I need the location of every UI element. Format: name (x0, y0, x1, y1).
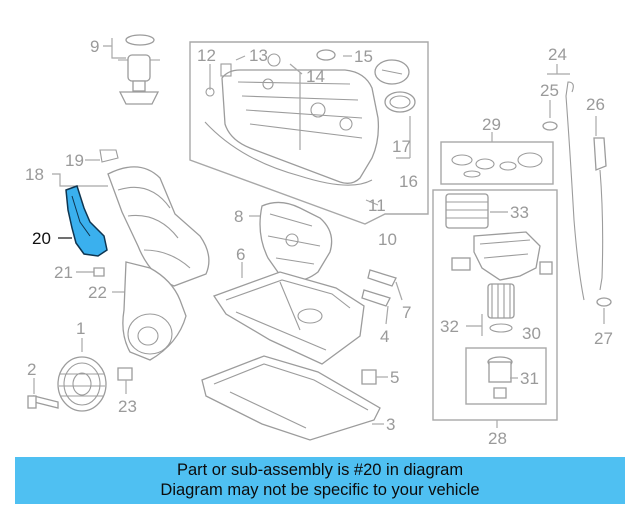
part-3-oil-pan-lower: 3 (201, 355, 395, 441)
callout-32: 32 (440, 317, 459, 336)
part-24-27-dipstick: 24 25 26 27 (540, 45, 613, 348)
callout-6: 6 (236, 245, 245, 264)
callout-11: 11 (368, 196, 386, 215)
part-20-timing-cover-section: 20 (32, 185, 108, 257)
callout-9: 9 (90, 37, 99, 56)
callout-10: 10 (378, 230, 397, 249)
callout-4: 4 (380, 327, 389, 346)
part-4-bracket: 4 (361, 289, 391, 346)
callout-19: 19 (65, 151, 84, 170)
callout-26: 26 (586, 95, 605, 114)
callout-27: 27 (594, 329, 613, 348)
callout-16: 16 (399, 172, 418, 191)
part-22-lower-cover: 22 (88, 261, 187, 361)
group-28-oil-filter-housing: 28 33 32 30 31 (432, 189, 558, 448)
callout-1: 1 (76, 319, 85, 338)
callout-30: 30 (522, 324, 541, 343)
parts-diagram: 9 12 13 14 15 16 17 11 10 (25, 34, 613, 448)
part-8-module: 8 (234, 201, 333, 282)
callout-33: 33 (510, 203, 529, 222)
part-21-bolt: 21 (54, 263, 105, 282)
part-1-pulley: 1 (57, 319, 107, 412)
group-29-gasket-set: 29 (440, 115, 554, 185)
info-banner: Part or sub-assembly is #20 in diagram D… (15, 457, 625, 504)
part-7-bracket: 7 (367, 269, 411, 322)
callout-31: 31 (520, 369, 539, 388)
part-5-drain-plug: 5 (361, 368, 399, 387)
callout-15: 15 (354, 47, 373, 66)
callout-25: 25 (540, 81, 559, 100)
callout-18: 18 (25, 165, 44, 184)
group-10-valve-cover: 12 13 14 15 16 17 11 10 (189, 41, 429, 249)
callout-17: 17 (392, 137, 411, 156)
part-6-oil-pan-upper: 6 (213, 245, 365, 365)
callout-14: 14 (306, 67, 325, 86)
callout-21: 21 (54, 263, 73, 282)
callout-12: 12 (197, 46, 216, 65)
callout-22: 22 (88, 283, 107, 302)
callout-20: 20 (32, 229, 51, 248)
callout-13: 13 (249, 46, 268, 65)
callout-8: 8 (234, 207, 243, 226)
callout-23: 23 (118, 397, 137, 416)
callout-2: 2 (27, 360, 36, 379)
callout-5: 5 (390, 368, 399, 387)
callout-24: 24 (548, 45, 567, 64)
part-9-oil-level-sensor: 9 (90, 34, 160, 105)
part-2-bolt: 2 (27, 360, 59, 409)
callout-3: 3 (386, 415, 395, 434)
callout-7: 7 (402, 303, 411, 322)
banner-line-1: Part or sub-assembly is #20 in diagram (176, 461, 464, 479)
banner-line-2: Diagram may not be specific to your vehi… (160, 481, 480, 499)
callout-29: 29 (482, 115, 501, 134)
part-23-plug: 23 (117, 367, 137, 416)
part-18-19-timing-cover: 18 19 (25, 149, 210, 287)
callout-28: 28 (488, 429, 507, 448)
